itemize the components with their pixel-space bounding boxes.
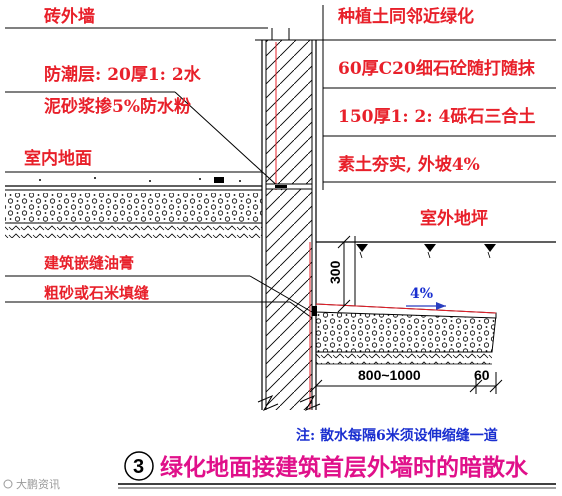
watermark-text: 大鹏资讯: [16, 477, 60, 491]
label-gravel-layer: 150厚1: 2: 4砾石三合土: [338, 106, 535, 127]
label-outdoor-ground: 室外地坪: [420, 208, 488, 229]
brick-wall: [255, 28, 323, 412]
right-leader-lines: [322, 5, 556, 190]
dim-edge-60: 60: [474, 367, 490, 383]
label-moisture-layer-2: 泥砂浆掺5%防水粉: [44, 96, 191, 117]
title-number: 3: [133, 456, 144, 478]
slope-arrow: [406, 302, 446, 310]
note-expansion-joint: 注: 散水每隔6米须设伸缩缝一道: [296, 427, 498, 444]
label-asphalt-caulk: 建筑嵌缝油膏: [44, 254, 134, 272]
drawing-title: 3 绿化地面接建筑首层外墙时的暗散水: [118, 451, 556, 489]
outdoor-ground: [316, 236, 556, 308]
dim-slope: 4%: [410, 286, 433, 302]
label-planting-soil: 种植土同邻近绿化: [337, 6, 474, 27]
label-moisture-layer-1: 防潮层: 20厚1: 2水: [44, 64, 202, 85]
label-indoor-floor: 室内地面: [24, 148, 92, 169]
label-brick-wall: 砖外墙: [44, 6, 95, 27]
concealed-apron: [312, 303, 497, 365]
floor-finish-dots: [39, 177, 241, 182]
damp-proof-course: [265, 183, 313, 190]
indoor-floor-structure: [5, 171, 262, 238]
label-compacted-soil: 素土夯实, 外坡4%: [338, 154, 480, 175]
label-sand-fill: 粗砂或石米填缝: [44, 284, 149, 302]
title-number-circle: [124, 451, 154, 481]
dim-height-300: 300: [327, 260, 343, 284]
title-text: 绿化地面接建筑首层外墙时的暗散水: [160, 454, 529, 481]
dim-width-range: 800~1000: [358, 367, 421, 383]
watermark: 大鹏资讯: [3, 477, 60, 491]
label-concrete-layer: 60厚C20细石砼随打随抹: [338, 58, 536, 79]
dimension-lines: [309, 235, 503, 394]
